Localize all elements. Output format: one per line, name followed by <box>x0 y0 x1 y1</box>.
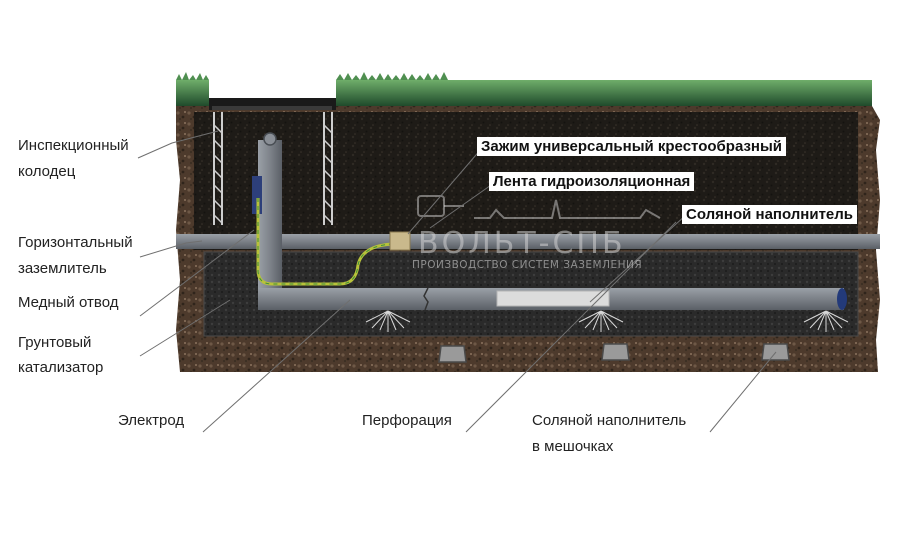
grass-layer <box>176 72 872 106</box>
label-perforation: Перфорация <box>362 412 452 429</box>
inspection-well <box>209 98 336 225</box>
label-horizontal-ground-2: заземлитель <box>18 260 107 277</box>
cross-clamp <box>389 231 411 251</box>
label-inspection-well-1: Инспекционный <box>18 137 129 154</box>
waterproof-tape <box>252 176 262 214</box>
label-salt-bags-1: Соляной наполнитель <box>532 412 687 429</box>
label-waterproof-tape: Лента гидроизоляционная <box>489 172 695 191</box>
salt-filler-section <box>496 290 610 307</box>
watermark-subtitle: ПРОИЗВОДСТВО СИСТЕМ ЗАЗЕМЛЕНИЯ <box>412 259 643 271</box>
label-soil-catalyst-2: катализатор <box>18 359 104 376</box>
label-horizontal-ground-1: Горизонтальный <box>18 234 133 251</box>
label-electrode: Электрод <box>118 412 185 429</box>
label-clamp: Зажим универсальный крестообразный <box>477 137 787 156</box>
label-inspection-well-2: колодец <box>18 163 76 180</box>
label-copper-branch: Медный отвод <box>18 294 119 311</box>
leader-lines <box>137 130 777 433</box>
label-salt-bags-2: в мешочках <box>532 438 614 455</box>
label-soil-catalyst-1: Грунтовый <box>18 334 92 351</box>
label-salt-filler: Соляной наполнитель <box>682 205 858 224</box>
perforation-sprays <box>365 310 849 332</box>
watermark-name: ВОЛЬТ-СПБ <box>418 226 626 261</box>
horizontal-ground-conductor <box>176 234 880 249</box>
